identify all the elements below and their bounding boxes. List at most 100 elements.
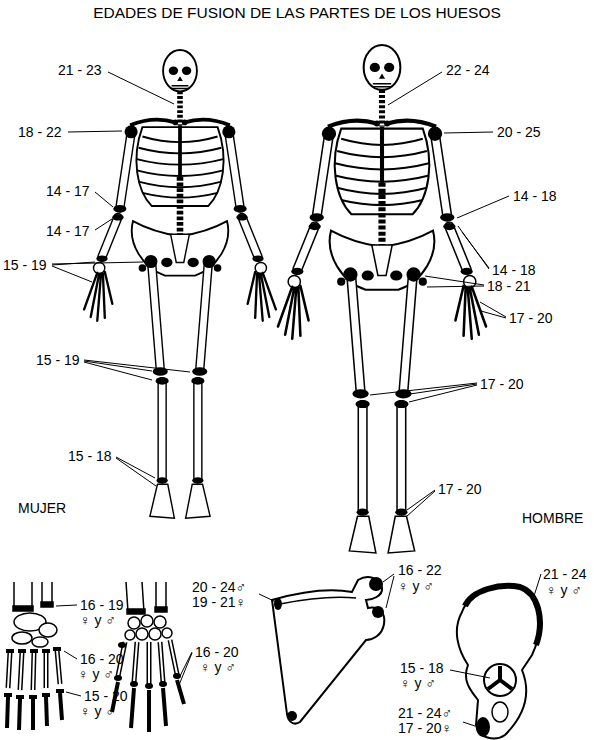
hand-bones — [126, 582, 144, 612]
leader-line — [52, 72, 541, 726]
sex-symbol: ♀ y ♂ — [80, 612, 116, 628]
pelvis-bone — [484, 664, 516, 696]
scapula — [272, 577, 384, 723]
age-range: 15 - 19 — [3, 257, 47, 273]
age-range: 20 - 25 — [497, 124, 541, 140]
foot-bones — [16, 695, 24, 699]
age-range: 16 - 20 — [195, 644, 239, 660]
age-range: 16 - 20 — [80, 651, 124, 667]
hand-bones — [127, 609, 145, 614]
leader-line — [95, 192, 113, 207]
leader-line — [108, 72, 174, 104]
foot-bones — [29, 695, 37, 699]
age-range: 17 - 20 — [480, 376, 524, 392]
sex-symbol: ♀ y ♂ — [400, 675, 436, 691]
age-range: 16 - 22 — [398, 562, 442, 578]
leader-line — [444, 132, 493, 133]
leader-line — [534, 574, 541, 596]
hand-bones — [112, 680, 184, 732]
foot-bones — [14, 582, 32, 610]
age-range: 22 - 24 — [446, 62, 490, 78]
leader-line — [259, 594, 276, 602]
sex-heading: MUJER — [18, 500, 66, 516]
foot-bones — [8, 650, 60, 690]
hand-bones — [155, 607, 167, 612]
sex-symbol: ♀ y ♂ — [398, 578, 434, 594]
foot-bones — [56, 689, 64, 693]
leader-line — [406, 490, 435, 517]
hand-bones — [114, 642, 181, 689]
foot-bones — [4, 582, 64, 730]
age-range: 15 - 18 — [400, 660, 444, 676]
age-range: 15 - 18 — [68, 448, 112, 464]
age-range: 18 - 21 — [487, 278, 531, 294]
female-skeleton — [84, 50, 276, 518]
pelvis-bone — [457, 585, 540, 738]
age-range: 19 - 21♀ — [192, 594, 246, 610]
foot-bones — [53, 647, 61, 651]
leader-line — [370, 383, 477, 402]
scapula — [287, 711, 297, 721]
age-range: 14 - 17 — [46, 183, 90, 199]
age-range: 20 - 24♂ — [192, 579, 246, 595]
sex-symbol: ♀ y ♂ — [78, 666, 114, 682]
scapula — [274, 598, 282, 610]
age-range: 14 - 18 — [492, 262, 536, 278]
hand-bones — [156, 582, 166, 610]
age-range: 17 - 20 — [509, 310, 553, 326]
hand-bones — [141, 615, 153, 627]
foot-bones — [18, 649, 26, 653]
foot-bones — [12, 632, 32, 644]
leader-line — [458, 226, 489, 269]
pelvis-bone — [488, 666, 512, 689]
age-range: 21 - 24 — [543, 566, 587, 582]
age-range: 18 - 22 — [18, 124, 62, 140]
age-range: 17 - 20♀ — [398, 720, 452, 736]
hand-bones — [114, 675, 122, 681]
female-skeleton — [84, 50, 276, 518]
age-range: 15 - 20 — [84, 688, 128, 704]
leader-line — [52, 262, 143, 282]
age-range: 15 - 19 — [36, 352, 80, 368]
leader-line — [463, 722, 475, 726]
foot-bones — [42, 649, 50, 653]
scapula — [274, 577, 384, 721]
male-skeleton — [278, 45, 486, 553]
hand-bones — [118, 640, 177, 684]
hand-bones — [159, 681, 167, 687]
foot-bones — [32, 637, 48, 647]
age-range: 14 - 17 — [46, 223, 90, 239]
hand-bones — [154, 616, 166, 628]
foot-bones — [39, 623, 57, 637]
male-skeleton — [278, 45, 486, 553]
leader-line — [388, 72, 442, 105]
leader-line — [179, 652, 192, 685]
foot-bones — [41, 602, 53, 607]
foot-bones — [30, 649, 38, 653]
pelvis-bone — [492, 702, 508, 722]
hand-bones — [125, 630, 135, 640]
leader-line — [68, 131, 122, 132]
hand-bones — [118, 642, 126, 648]
leader-line — [95, 219, 112, 230]
hand-bones — [149, 628, 161, 640]
hand-bones — [128, 617, 140, 629]
leader-line — [457, 196, 509, 218]
leader-line — [383, 574, 394, 608]
foot-bones — [7, 693, 62, 730]
leader-line — [480, 302, 506, 318]
leader-line — [56, 605, 77, 606]
scapula — [369, 577, 383, 591]
age-range: 14 - 18 — [513, 188, 557, 204]
hand-bones — [136, 628, 148, 640]
leader-line — [450, 670, 490, 678]
age-range: 17 - 20 — [438, 481, 482, 497]
foot-bones — [4, 693, 12, 697]
age-range: 16 - 19 — [80, 597, 124, 613]
leader-line — [66, 692, 81, 696]
scapula — [272, 577, 384, 724]
leader-line — [116, 457, 156, 486]
pelvis-bone — [465, 586, 540, 645]
pelvis-bone — [476, 717, 490, 737]
